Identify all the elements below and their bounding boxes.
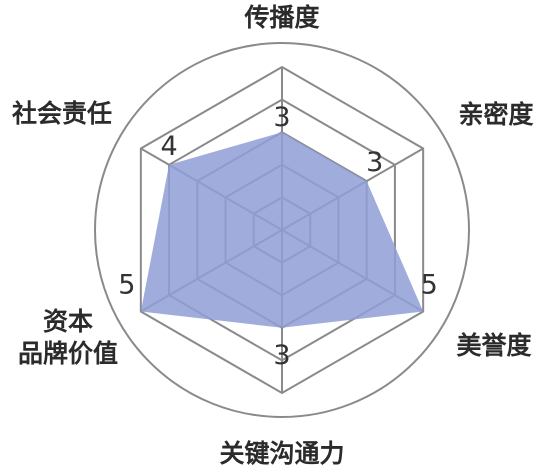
chart-value-labels: 3 3 5 3 5 4 bbox=[118, 102, 438, 371]
data-area bbox=[140, 132, 424, 328]
outer-circle bbox=[94, 42, 470, 418]
axis-label-4-line-0: 资本 bbox=[43, 307, 93, 336]
value-label-3: 3 bbox=[273, 340, 290, 371]
axis-label-5: 社会责任 bbox=[12, 99, 112, 128]
value-label-5: 4 bbox=[160, 131, 177, 162]
value-label-1: 3 bbox=[366, 147, 383, 178]
axis-label-2: 美誉度 bbox=[456, 331, 531, 360]
chart-series bbox=[140, 132, 424, 328]
axis-label-3: 关键沟通力 bbox=[219, 439, 344, 468]
axis-label-0: 传播度 bbox=[243, 3, 319, 32]
axis-label-1: 亲密度 bbox=[458, 100, 533, 129]
value-label-0: 3 bbox=[273, 102, 290, 133]
axis-label-4-line-1: 品牌价值 bbox=[18, 339, 118, 368]
value-label-4: 5 bbox=[118, 270, 135, 301]
value-label-2: 5 bbox=[421, 270, 438, 301]
